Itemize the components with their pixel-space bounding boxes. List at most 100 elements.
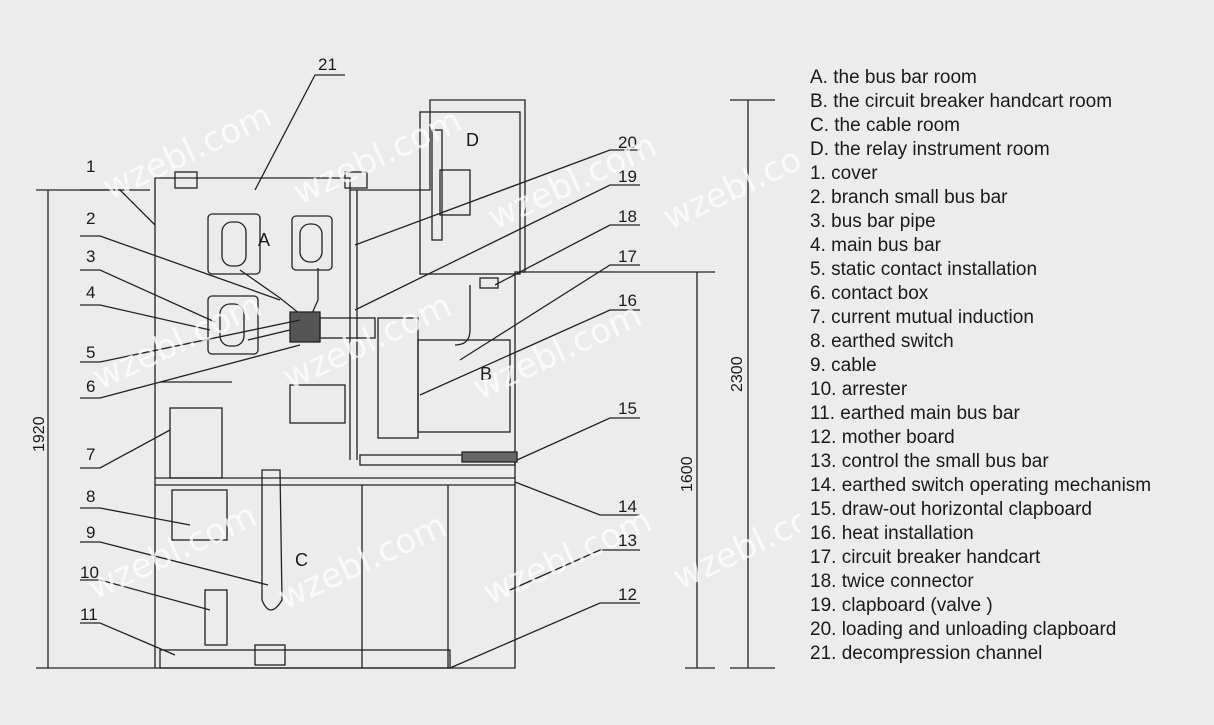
callout-6: 6 <box>86 377 95 396</box>
legend-item: 18. twice connector <box>810 571 974 592</box>
relay-room-box <box>419 111 521 275</box>
arrester <box>204 589 228 646</box>
leader-7 <box>80 429 171 469</box>
dim-2300-line <box>730 99 775 669</box>
room-label-b: B <box>480 364 492 384</box>
callout-20: 20 <box>618 133 637 152</box>
callout-17: 17 <box>618 247 637 266</box>
cable <box>261 469 283 611</box>
legend-item: C. the cable room <box>810 115 960 136</box>
callout-15: 15 <box>618 399 637 418</box>
callout-3: 3 <box>86 247 95 266</box>
leader-13 <box>509 549 640 591</box>
ct-mount <box>169 407 223 479</box>
bus-insulator-1-inner <box>221 221 247 267</box>
legend-item: 6. contact box <box>810 283 929 304</box>
top-lifting-lug <box>174 171 198 189</box>
callout-10: 10 <box>80 563 99 582</box>
legend-item: 14. earthed switch operating mechanism <box>810 475 1152 496</box>
relay-panel-slot <box>431 129 443 241</box>
leader-4 <box>80 304 211 331</box>
callout-7: 7 <box>86 445 95 464</box>
floor-block <box>254 644 286 666</box>
leader-3 <box>80 269 216 323</box>
callout-4: 4 <box>86 283 95 302</box>
legend-list: A. the bus bar room B. the circuit break… <box>810 66 1151 666</box>
callout-12: 12 <box>618 585 637 604</box>
legend-item: 7. current mutual induction <box>810 307 1034 328</box>
room-label-a: A <box>258 230 270 250</box>
callout-21: 21 <box>318 55 337 74</box>
callout-18: 18 <box>618 207 637 226</box>
contact-box <box>289 311 321 343</box>
legend-item: B. the circuit breaker handcart room <box>810 91 1113 112</box>
leader-18 <box>494 224 640 286</box>
watermark: wzebl.com <box>287 100 468 213</box>
twice-connector <box>454 285 471 346</box>
dim-1920-line <box>36 189 155 669</box>
legend-item: 11. earthed main bus bar <box>810 403 1020 424</box>
leader-2 <box>80 235 281 301</box>
callout-9: 9 <box>86 523 95 542</box>
leader-17 <box>459 264 640 361</box>
twice-connector-plug <box>479 277 499 289</box>
watermark: wzebl.com <box>667 485 800 598</box>
callout-2: 2 <box>86 209 95 228</box>
legend-item: 17. circuit breaker handcart <box>810 547 1041 568</box>
leader-19 <box>354 184 640 311</box>
leader-6 <box>80 344 301 399</box>
legend-item: 12. mother board <box>810 427 955 448</box>
bus-insulator-3 <box>207 295 259 355</box>
legend-item: 8. earthed switch <box>810 331 954 352</box>
bus-insulator-3-inner <box>219 303 245 347</box>
bus-insulator-2 <box>291 215 333 271</box>
watermark: wzebl.com <box>87 285 268 398</box>
room-label-d: D <box>466 130 479 150</box>
leader-9 <box>80 541 269 586</box>
relay-device <box>439 169 471 216</box>
watermark: wzebl.com <box>657 125 800 238</box>
dimension-label-1600: 1600 <box>679 456 696 492</box>
legend-item: 15. draw-out horizontal clapboard <box>810 499 1093 520</box>
legend-item: 3. bus bar pipe <box>810 211 936 232</box>
legend-item: 16. heat installation <box>810 523 974 544</box>
leader-14 <box>514 481 640 516</box>
earthed-switch <box>171 489 228 541</box>
leader-15 <box>516 417 640 461</box>
leader-12 <box>449 602 640 669</box>
leader-10 <box>80 579 211 611</box>
leader-11 <box>80 622 176 656</box>
dimension-label-2300: 2300 <box>729 356 746 392</box>
branch-bus-bar <box>239 269 306 319</box>
legend-item: 19. clapboard (valve ) <box>810 595 993 616</box>
legend-item: 1. cover <box>810 163 878 184</box>
bus-insulator-2-inner <box>299 223 323 263</box>
leader-21 <box>254 74 345 191</box>
bus-insulator-1 <box>207 213 261 275</box>
legend-item: D. the relay instrument room <box>810 139 1050 160</box>
legend-item: 21. decompression channel <box>810 643 1043 664</box>
static-contact <box>319 317 376 339</box>
callout-13: 13 <box>618 531 637 550</box>
callout-8: 8 <box>86 487 95 506</box>
callout-11: 11 <box>80 605 98 624</box>
callout-14: 14 <box>618 497 637 516</box>
legend-item: A. the bus bar room <box>810 67 977 88</box>
leader-20 <box>354 149 640 246</box>
leader-16 <box>419 309 640 396</box>
floor-plate <box>159 649 451 669</box>
legend-item: 2. branch small bus bar <box>810 187 1008 208</box>
current-transformer <box>289 384 346 424</box>
legend-item: 4. main bus bar <box>810 235 941 256</box>
leader-5 <box>80 319 301 363</box>
branch-bus-bar-2 <box>309 268 319 319</box>
callout-19: 19 <box>618 167 637 186</box>
top-lifting-lug-right <box>344 171 368 189</box>
dim-1600-line <box>520 271 715 669</box>
watermark: wzebl.com <box>467 295 648 408</box>
cabinet-outline <box>154 99 526 669</box>
leader-8 <box>80 507 191 526</box>
handcart-frame <box>417 339 511 433</box>
watermark-layer: wzebl.com wzebl.com wzebl.com wzebl.com … <box>82 95 800 618</box>
earthed-switch-mechanism <box>461 451 518 463</box>
